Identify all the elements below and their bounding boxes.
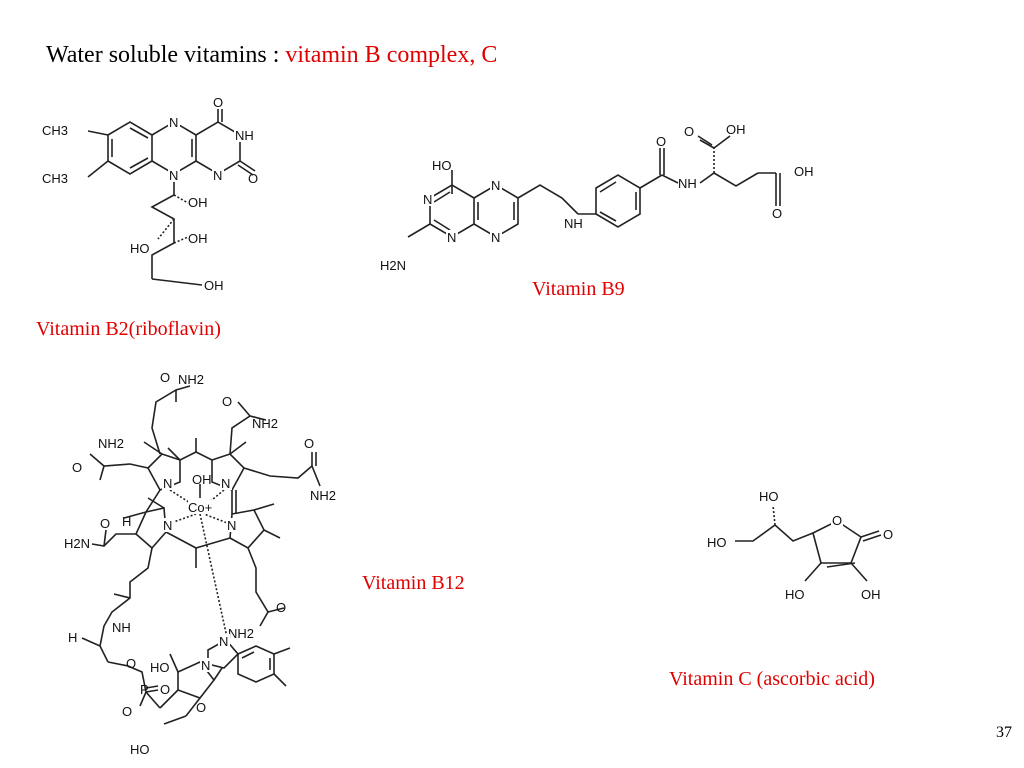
atom-n: N xyxy=(163,476,172,491)
atom-oh: OH xyxy=(794,164,814,179)
atom-o: O xyxy=(122,704,132,719)
atom-p: P xyxy=(140,682,149,697)
atom-ho: HO xyxy=(150,660,170,675)
atom-n: N xyxy=(447,230,456,245)
atom-nh: NH xyxy=(564,216,583,231)
atom-n: N xyxy=(169,115,178,130)
atom-o: O xyxy=(304,436,314,451)
caption-vitamin-b9: Vitamin B9 xyxy=(532,278,625,300)
atom-ch3: CH3 xyxy=(42,123,68,138)
atom-n: N xyxy=(423,192,432,207)
atom-oh: OH xyxy=(188,195,208,210)
atom-o: O xyxy=(772,206,782,221)
caption-vitamin-b12: Vitamin B12 xyxy=(362,572,465,594)
atom-ho: HO xyxy=(759,489,779,504)
atom-o: O xyxy=(213,95,223,110)
atom-n: N xyxy=(491,230,500,245)
folic-acid-structure: HO N N N N H2N NH O NH O OH OH O xyxy=(380,122,814,273)
atom-n: N xyxy=(221,476,230,491)
atom-ho: HO xyxy=(432,158,452,173)
atom-nh2: NH2 xyxy=(310,488,336,503)
atom-ho: HO xyxy=(785,587,805,602)
atom-o: O xyxy=(100,516,110,531)
slide-title: Water soluble vitamins : vitamin B compl… xyxy=(46,42,497,69)
atom-n: N xyxy=(219,634,228,649)
atom-o: O xyxy=(196,700,206,715)
atom-n: N xyxy=(491,178,500,193)
atom-h2n: H2N xyxy=(64,536,90,551)
cobalamin-structure: NH2 O NH2 O NH2 O O NH2 H2N O NH2 O N N … xyxy=(64,370,336,757)
atom-n: N xyxy=(163,518,172,533)
title-accent: vitamin B complex, C xyxy=(285,42,498,68)
atom-nh: NH xyxy=(678,176,697,191)
atom-n: N xyxy=(213,168,222,183)
atom-o: O xyxy=(684,124,694,139)
page-number: 37 xyxy=(996,724,1012,741)
atom-h: H xyxy=(122,514,131,529)
atom-o: O xyxy=(883,527,893,542)
atom-oh: OH xyxy=(726,122,746,137)
atom-o: O xyxy=(72,460,82,475)
atom-nh: NH xyxy=(235,128,254,143)
atom-h2n: H2N xyxy=(380,258,406,273)
atom-o: O xyxy=(656,134,666,149)
atom-ho: HO xyxy=(707,535,727,550)
caption-vitamin-c: Vitamin C (ascorbic acid) xyxy=(669,668,875,690)
atom-o: O xyxy=(832,513,842,528)
atom-nh: NH xyxy=(112,620,131,635)
title-prefix: Water soluble vitamins : xyxy=(46,42,286,68)
atom-oh: OH xyxy=(192,472,212,487)
atom-nh2: NH2 xyxy=(98,436,124,451)
atom-o: O xyxy=(276,600,286,615)
atom-h: H xyxy=(68,630,77,645)
atom-o: O xyxy=(222,394,232,409)
atom-ho: HO xyxy=(130,742,150,757)
atom-nh2: NH2 xyxy=(252,416,278,431)
atom-n: N xyxy=(227,518,236,533)
riboflavin-structure: N O NH N O N CH3 CH3 OH HO OH OH xyxy=(42,95,258,293)
caption-vitamin-b2: Vitamin B2(riboflavin) xyxy=(36,318,221,340)
atom-o: O xyxy=(160,370,170,385)
atom-oh: OH xyxy=(204,278,224,293)
atom-ch3: CH3 xyxy=(42,171,68,186)
atom-co: Co+ xyxy=(188,500,212,515)
atom-nh2: NH2 xyxy=(178,372,204,387)
atom-o: O xyxy=(126,656,136,671)
atom-ho: HO xyxy=(130,241,150,256)
atom-n: N xyxy=(169,168,178,183)
atom-n: N xyxy=(201,658,210,673)
atom-oh: OH xyxy=(188,231,208,246)
ascorbic-acid-structure: HO HO O O HO OH xyxy=(707,489,893,602)
atom-o: O xyxy=(248,171,258,186)
atom-oh: OH xyxy=(861,587,881,602)
atom-nh2: NH2 xyxy=(228,626,254,641)
atom-o: O xyxy=(160,682,170,697)
